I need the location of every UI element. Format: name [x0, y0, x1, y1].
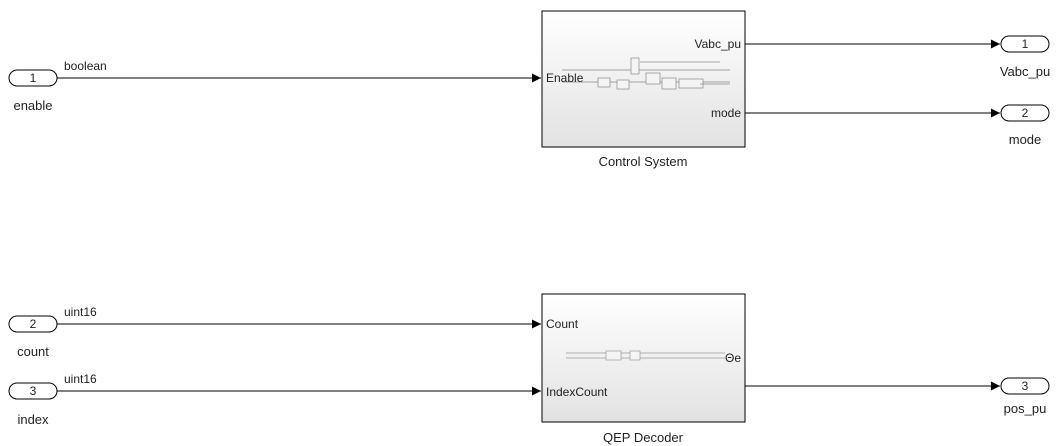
- port-label-enable: Enable: [546, 71, 584, 85]
- outport-mode-number: 2: [1022, 106, 1029, 120]
- signal-type-index: uint16: [64, 372, 97, 386]
- outport-mode-name: mode: [1009, 132, 1042, 147]
- port-label-vabc-pu: Vabc_pu: [695, 37, 741, 51]
- port-label-count: Count: [546, 317, 579, 331]
- outport-pos-pu-number: 3: [1022, 379, 1029, 393]
- port-label-theta-e: Θe: [725, 351, 741, 365]
- outport-vabc-pu-number: 1: [1022, 37, 1029, 51]
- qep-decoder-block[interactable]: Count IndexCount Θe: [541, 293, 746, 423]
- port-label-mode: mode: [711, 106, 741, 120]
- qep-decoder-name: QEP Decoder: [603, 430, 684, 445]
- signal-type-enable: boolean: [64, 59, 107, 73]
- inport-index[interactable]: 3: [8, 382, 58, 400]
- outport-mode[interactable]: 2: [1000, 104, 1050, 122]
- qep-decoder-preview-thumbnail: [566, 350, 725, 361]
- inport-index-number: 3: [30, 384, 37, 398]
- inport-enable[interactable]: 1: [8, 69, 58, 87]
- port-label-indexcount: IndexCount: [546, 385, 608, 399]
- control-system-block[interactable]: Enable Vabc_pu mode: [541, 10, 746, 148]
- control-system-preview-thumbnail: [562, 57, 730, 90]
- outport-vabc-pu[interactable]: 1: [1000, 35, 1050, 53]
- inport-count-number: 2: [30, 317, 37, 331]
- outport-pos-pu-name: pos_pu: [1004, 401, 1047, 416]
- inport-enable-name: enable: [13, 98, 52, 113]
- outport-pos-pu[interactable]: 3: [1000, 377, 1050, 395]
- inport-index-name: index: [17, 412, 49, 427]
- inport-count[interactable]: 2: [8, 315, 58, 333]
- inport-enable-number: 1: [30, 71, 37, 85]
- outport-vabc-pu-name: Vabc_pu: [1000, 64, 1050, 79]
- inport-count-name: count: [17, 344, 49, 359]
- signal-type-count: uint16: [64, 305, 97, 319]
- control-system-name: Control System: [599, 154, 688, 169]
